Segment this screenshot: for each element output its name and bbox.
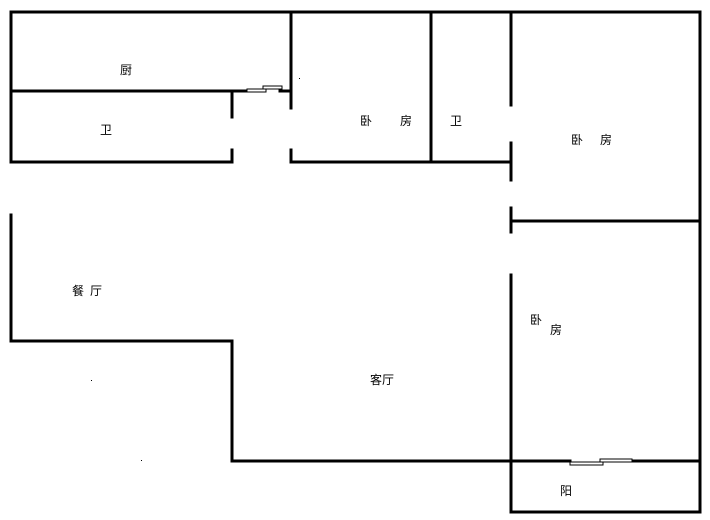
label-bedroom-1-b: 房 <box>400 113 412 128</box>
label-dining-b: 厅 <box>90 284 102 298</box>
balcony-window <box>569 458 633 466</box>
label-bath-2: 卫 <box>450 114 462 128</box>
kitchen-window <box>246 85 283 93</box>
label-bedroom-2-b: 房 <box>600 132 612 147</box>
label-bedroom-2-a: 卧 <box>571 133 583 147</box>
label-balcony: 阳 <box>560 484 572 498</box>
plan-dots <box>91 78 300 461</box>
label-bath-1: 卫 <box>100 123 112 137</box>
walls <box>9 10 702 514</box>
label-living: 客厅 <box>370 372 394 387</box>
label-bedroom-3-a: 卧 <box>530 313 542 327</box>
label-bedroom-1-a: 卧 <box>360 114 372 128</box>
label-bedroom-3-b: 房 <box>550 322 562 337</box>
label-dining-a: 餐 <box>72 283 84 298</box>
label-kitchen: 厨 <box>120 63 132 77</box>
